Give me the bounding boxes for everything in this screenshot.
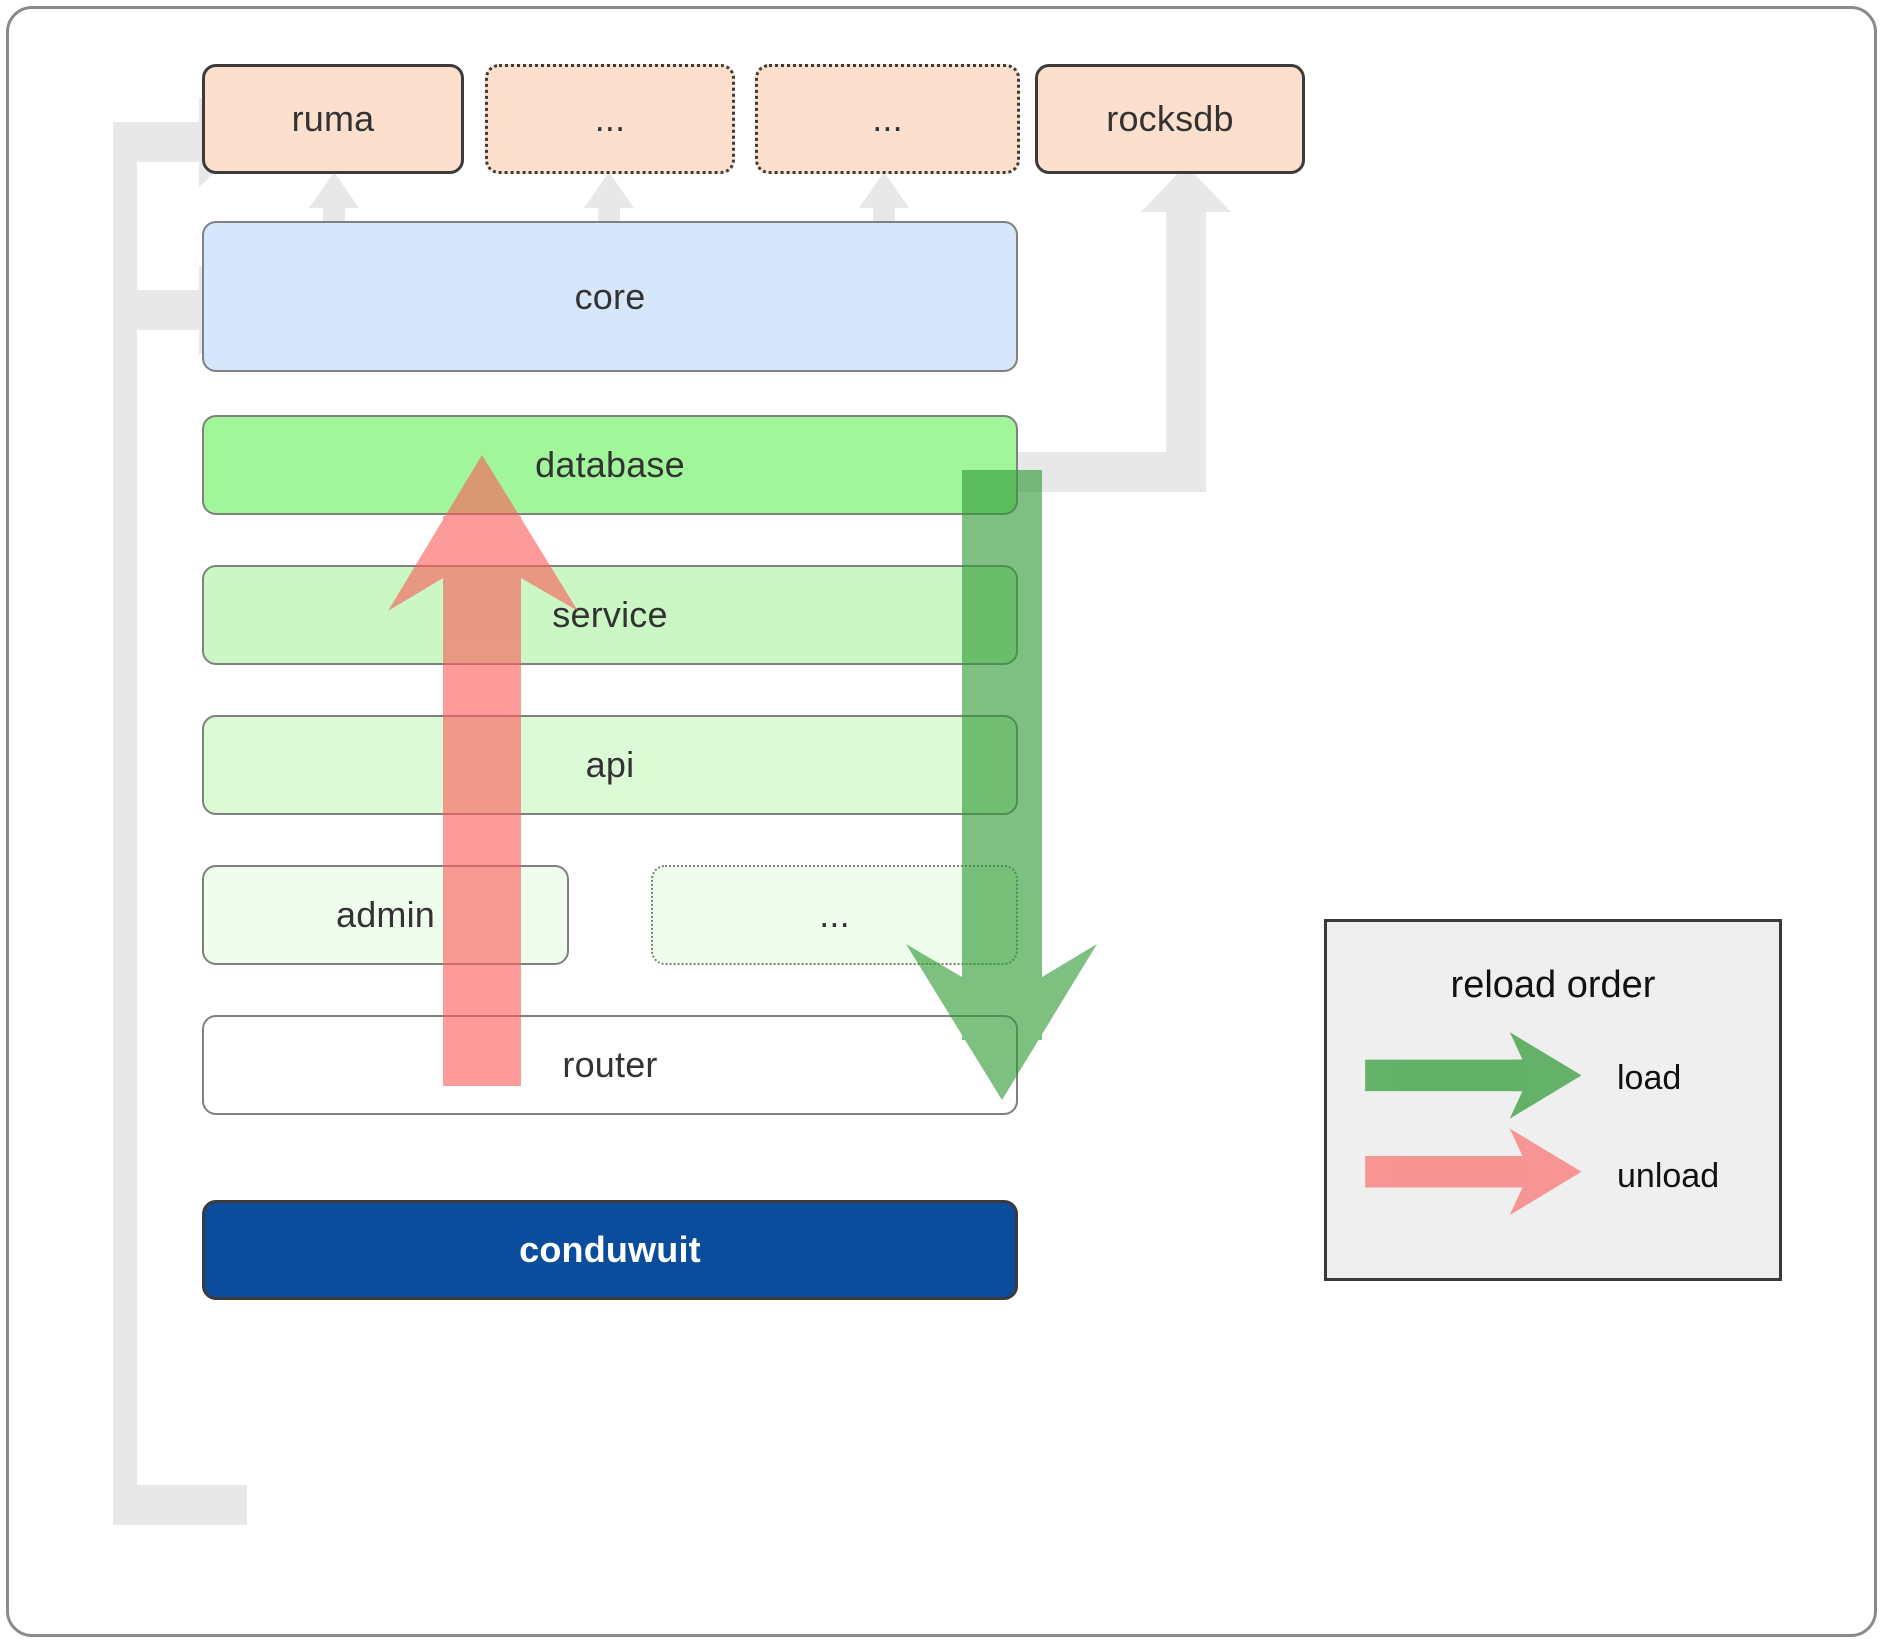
binary-box-conduwuit[interactable]: conduwuit — [202, 1200, 1018, 1300]
layer-box-service[interactable]: service — [202, 565, 1018, 665]
layer-box-more[interactable]: ... — [651, 865, 1018, 965]
external-box-more-1-label: ... — [594, 98, 626, 139]
legend-load-arrow-icon — [1365, 1032, 1582, 1119]
legend-unload-arrow-icon — [1365, 1128, 1582, 1216]
legend-label-load: load — [1617, 1059, 1682, 1097]
legend-arrow-icons — [1365, 1032, 1582, 1216]
layer-box-admin-label: admin — [335, 894, 436, 935]
layer-box-service-label: service — [552, 594, 668, 635]
layer-box-database-label: database — [535, 444, 685, 485]
external-box-more-2-label: ... — [872, 98, 903, 139]
layer-box-api[interactable]: api — [202, 715, 1018, 815]
layer-box-database[interactable]: database — [202, 415, 1018, 515]
legend-label-unload: unload — [1617, 1157, 1720, 1195]
external-box-ruma-label: ruma — [291, 98, 375, 139]
legend-reload-order: reload order load unload — [1324, 919, 1782, 1281]
layer-box-api-label: api — [585, 744, 635, 785]
layer-box-admin[interactable]: admin — [202, 865, 569, 965]
legend-title: reload order — [1450, 964, 1656, 1006]
layer-box-router-label: router — [562, 1044, 658, 1085]
external-box-more-2[interactable]: ... — [755, 64, 1020, 174]
external-box-ruma[interactable]: ruma — [202, 64, 464, 174]
external-box-more-1[interactable]: ... — [485, 64, 735, 174]
layer-box-core[interactable]: core — [202, 221, 1018, 372]
layer-box-more-label: ... — [819, 894, 850, 935]
external-box-rocksdb[interactable]: rocksdb — [1035, 64, 1305, 174]
layer-box-router[interactable]: router — [202, 1015, 1018, 1115]
external-box-rocksdb-label: rocksdb — [1106, 98, 1234, 139]
layer-box-core-label: core — [574, 275, 646, 317]
binary-box-conduwuit-label: conduwuit — [519, 1229, 701, 1270]
